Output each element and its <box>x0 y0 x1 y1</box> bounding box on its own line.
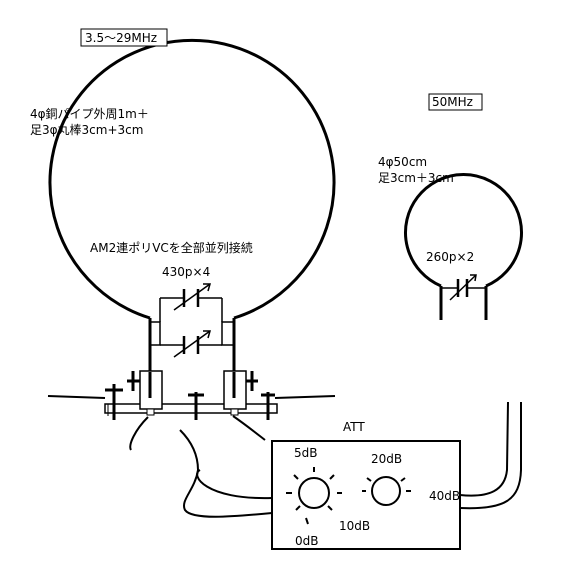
big-loop-material-line1: 4φ銅パイプ外周1m＋ <box>30 107 149 121</box>
att-label-40db: 40dB <box>429 489 460 503</box>
feed-cables <box>129 401 522 518</box>
small-loop-material-line1: 4φ50cm <box>378 155 427 169</box>
small-loop-ring <box>404 173 523 288</box>
att-title: ATT <box>343 420 365 434</box>
att-label-20db: 20dB <box>371 452 402 466</box>
big-loop-material-line2: 足3φ丸棒3cm+3cm <box>30 123 143 137</box>
small-loop-band-label: 50MHz <box>428 93 483 111</box>
big-loop-capacitor-label: 430p×4 <box>162 265 210 279</box>
small-loop-capacitor-label: 260p×2 <box>426 250 474 264</box>
att-label-10db: 10dB <box>339 519 370 533</box>
big-loop-band-label: 3.5～29MHz <box>80 28 168 47</box>
small-loop <box>404 173 523 320</box>
att-box <box>271 440 461 550</box>
att-label-0db: 0dB <box>295 534 318 548</box>
big-loop <box>48 38 336 372</box>
big-loop-mount <box>47 370 336 420</box>
small-loop-material-line2: 足3cm＋3cm <box>378 171 454 185</box>
big-loop-variable-capacitors <box>150 283 234 358</box>
att-label-5db: 5dB <box>294 446 317 460</box>
small-loop-variable-capacitor <box>441 274 486 301</box>
big-loop-ring <box>48 38 336 320</box>
big-loop-vc-note: AM2連ポリVCを全部並列接続 <box>90 240 253 255</box>
small-loop-band-text: 50MHz <box>432 95 473 109</box>
big-loop-band-text: 3.5～29MHz <box>85 31 157 45</box>
att-knob-20db[interactable] <box>362 476 411 506</box>
att-knob-5db[interactable] <box>286 467 342 525</box>
